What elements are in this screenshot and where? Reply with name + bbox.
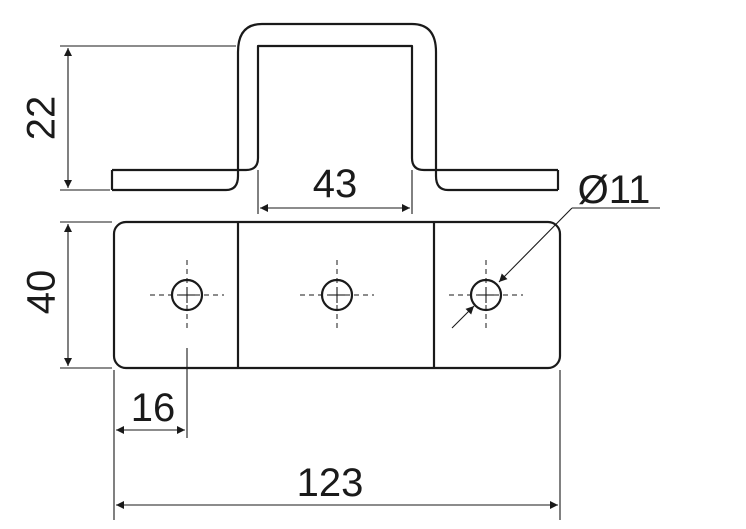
- plate-outline: [112, 220, 562, 370]
- bracket-outer-profile: [112, 22, 558, 192]
- dimension-height-22: 22: [20, 45, 236, 191]
- mounting-hole-left: [150, 260, 224, 330]
- dimension-width-43: 43: [257, 162, 413, 214]
- top-view: [112, 220, 562, 370]
- mounting-hole-right: [449, 260, 523, 330]
- dimension-length-123: 123: [116, 370, 561, 520]
- bracket-inner-profile: [112, 44, 558, 172]
- dimension-diameter-11: Ø11: [451, 168, 660, 329]
- dimension-label-diameter: Ø11: [578, 168, 651, 212]
- side-view: [110, 22, 560, 192]
- dimension-label-22: 22: [20, 96, 64, 141]
- dimension-offset-16: 16: [113, 348, 188, 520]
- dimension-width-40: 40: [20, 221, 112, 369]
- dimension-label-43: 43: [313, 162, 358, 206]
- leader-line: [498, 207, 573, 283]
- dimension-label-40: 40: [20, 270, 64, 315]
- dimension-label-16: 16: [131, 386, 176, 430]
- mounting-hole-center: [300, 260, 374, 330]
- dimension-label-123: 123: [297, 461, 364, 505]
- leader-line: [451, 305, 475, 329]
